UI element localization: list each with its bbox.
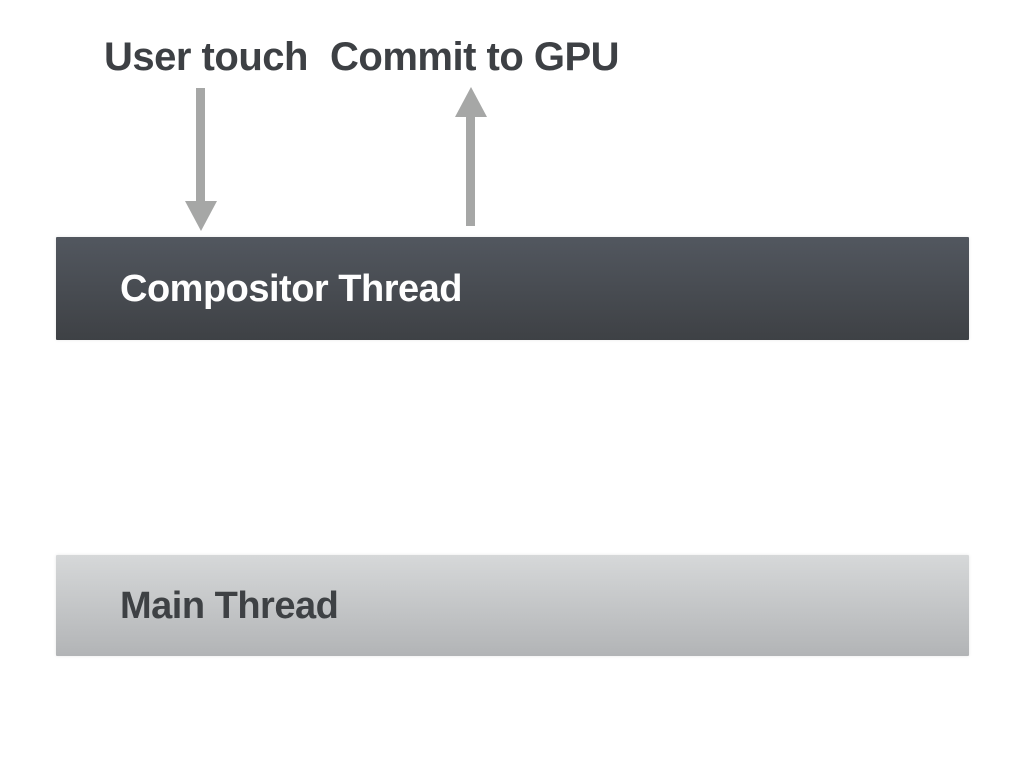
commit-to-gpu-label: Commit to GPU: [330, 35, 620, 79]
compositor-thread-bar: Compositor Thread: [56, 237, 969, 340]
main-thread-label: Main Thread: [120, 584, 339, 627]
up-arrow-shaft: [466, 117, 475, 226]
down-arrow-head: [184, 201, 217, 231]
up-arrow-head: [454, 87, 487, 117]
main-thread-bar: Main Thread: [56, 555, 969, 656]
down-arrow-shaft: [196, 88, 205, 201]
user-touch-label: User touch: [104, 35, 308, 79]
user-touch-down-arrow-icon: [184, 88, 217, 231]
commit-to-gpu-up-arrow-icon: [454, 87, 487, 226]
compositor-thread-label: Compositor Thread: [120, 267, 462, 310]
